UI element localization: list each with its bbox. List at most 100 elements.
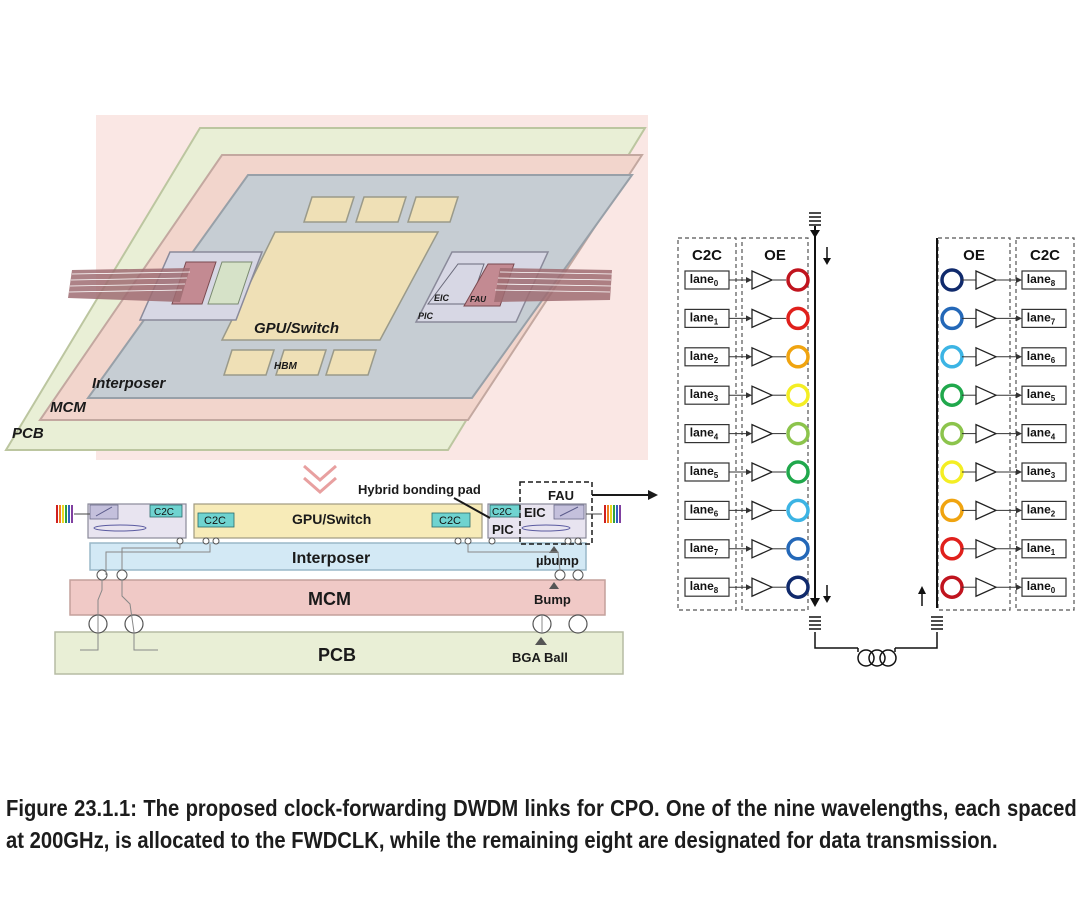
tx-driver-icon xyxy=(751,423,774,444)
tx-lane-row: lane5 xyxy=(684,460,810,484)
rx-lane-box xyxy=(1021,500,1067,520)
tx-driver-icon xyxy=(751,538,774,559)
bump-arrow-up-icon xyxy=(549,582,559,589)
tx-ring-modulator-icon xyxy=(786,345,810,369)
tx-driver-icon xyxy=(751,346,774,367)
mcm-slab xyxy=(69,579,606,616)
cross-section-view: C2C C2C C2C GPU/Switch C2C EIC PIC FAU H… xyxy=(54,481,658,675)
rx-lane-label-6: lane2 xyxy=(1027,502,1056,518)
interposer-3d-label: Interposer xyxy=(92,375,167,392)
rx-amplifier-icon xyxy=(975,423,998,444)
arrowhead-icon xyxy=(746,469,752,475)
rx-lane-label-8: lane0 xyxy=(1027,579,1056,595)
rx-lane-row: lane0 xyxy=(940,575,1067,599)
ubump-label: µbump xyxy=(536,553,579,568)
gpu-c2c-right xyxy=(431,512,471,528)
rx-oe-header: OE xyxy=(963,247,985,264)
arrowhead-icon xyxy=(746,507,752,514)
arrowhead-icon xyxy=(1016,392,1022,399)
rx-amplifier-icon xyxy=(975,269,998,291)
rx-lane-label-5: lane3 xyxy=(1027,464,1056,480)
hbm-chip xyxy=(222,349,276,376)
mcm-3d-label: MCM xyxy=(50,399,86,416)
tx-lane-label-3: lane3 xyxy=(690,387,719,403)
hybrid-bonding-leader xyxy=(453,497,491,519)
rx-lane-label-4: lane4 xyxy=(1027,426,1056,442)
pcb-cross-label: PCB xyxy=(318,645,356,665)
tx-driver-icon xyxy=(751,461,774,483)
tx-lane-row: lane6 xyxy=(684,498,810,523)
arrowhead-icon xyxy=(746,277,752,283)
tx-driver-icon xyxy=(751,577,774,598)
bga-ball-label: BGA Ball xyxy=(512,650,568,665)
rx-lane-box xyxy=(1021,347,1067,367)
hybrid-bonding-pad-label: Hybrid bonding pad xyxy=(358,482,481,497)
package-3d-view: GPU/Switch HBM EIC FAU PIC Interposer MC… xyxy=(4,115,648,460)
tx-lane-rows: lane0lane1lane2lane3lane4lane5lane6lane7… xyxy=(684,268,810,599)
rx-lane-box xyxy=(1021,270,1067,290)
left-fiber-ribbon xyxy=(68,268,191,302)
rx-ring-filter-icon xyxy=(940,383,964,407)
tx-driver-icon xyxy=(751,385,774,406)
hbm-chip xyxy=(274,349,328,376)
tx-lane-label-6: lane6 xyxy=(690,502,719,518)
rx-lane-label-0: lane8 xyxy=(1027,272,1056,288)
arrowhead-icon xyxy=(1016,277,1022,283)
tx-grating-coupler-icon xyxy=(809,212,821,226)
rx-lane-row: lane6 xyxy=(940,345,1067,369)
bump-label: Bump xyxy=(534,592,571,607)
rx-amplifier-icon xyxy=(975,308,998,329)
rx-amplifier-icon xyxy=(975,461,998,483)
arrowhead-icon xyxy=(746,430,752,437)
tx-lane-row: lane0 xyxy=(684,268,810,292)
rx-lane-box xyxy=(1021,385,1067,405)
gpu-c2c-left-label: C2C xyxy=(204,515,226,527)
hbm-chip xyxy=(324,349,378,376)
tx-lane-row: lane3 xyxy=(684,383,810,407)
micro-bumps xyxy=(176,537,582,545)
rx-lane-row: lane5 xyxy=(940,383,1067,407)
tx-driver-icon xyxy=(751,269,774,291)
dwdm-link-diagram: C2C OE OE C2C xyxy=(677,212,1075,667)
tx-lane-label-1: lane1 xyxy=(690,310,719,326)
rx-lane-label-1: lane7 xyxy=(1027,310,1056,326)
tx-ring-modulator-icon xyxy=(786,421,810,446)
rx-bottom-coupler-icon xyxy=(931,616,943,630)
left-pic xyxy=(207,261,253,305)
tx-lane-label-2: lane2 xyxy=(690,349,719,365)
tx-ring-modulator-icon xyxy=(786,383,810,407)
double-chevron-down-icon xyxy=(303,464,337,494)
tx-ring-modulator-icon xyxy=(786,268,810,292)
left-wavelength-icon xyxy=(56,505,90,523)
fiber-link xyxy=(814,632,938,649)
tx-lane-label-8: lane8 xyxy=(690,579,719,595)
arrowhead-icon xyxy=(746,353,752,360)
gpu-c2c-right-label: C2C xyxy=(439,515,461,527)
tx-lane-row: lane2 xyxy=(684,345,810,369)
rx-lane-box xyxy=(1021,424,1067,444)
rx-lane-row: lane2 xyxy=(940,498,1067,523)
tx-bottom-coupler-icon xyxy=(809,616,821,630)
rx-lane-row: lane1 xyxy=(940,537,1067,561)
rx-ring-filter-icon xyxy=(940,268,964,292)
eic-cross-label: EIC xyxy=(524,505,546,520)
rx-c2c-header: C2C xyxy=(1030,247,1060,264)
tx-lane-row: lane8 xyxy=(684,575,810,599)
tx-top-arrowhead-icon xyxy=(810,230,820,238)
rx-lane-row: lane3 xyxy=(940,460,1067,484)
rx-ring-filter-icon xyxy=(940,306,964,331)
fau-3d-label: FAU xyxy=(470,295,486,304)
right-fiber-ribbon xyxy=(494,268,613,302)
tx-lane-row: lane7 xyxy=(684,537,810,561)
rx-ring-filter-icon xyxy=(940,537,964,561)
rx-ring-filter-icon xyxy=(940,575,964,599)
rx-lane-rows: lane8 lane7 lane6 lane5 lane4 lane3 lane2 lane1… xyxy=(940,268,1067,599)
hbm-chip xyxy=(354,196,408,223)
left-c2c-label: C2C xyxy=(154,507,174,518)
pic-cross-label: PIC xyxy=(492,522,514,537)
pic-3d-label: PIC xyxy=(418,311,434,321)
fau-dashed-box xyxy=(519,481,593,545)
arrowhead-icon xyxy=(746,315,752,322)
rx-ring-filter-icon xyxy=(940,498,964,523)
pcb-3d-label: PCB xyxy=(12,425,44,442)
